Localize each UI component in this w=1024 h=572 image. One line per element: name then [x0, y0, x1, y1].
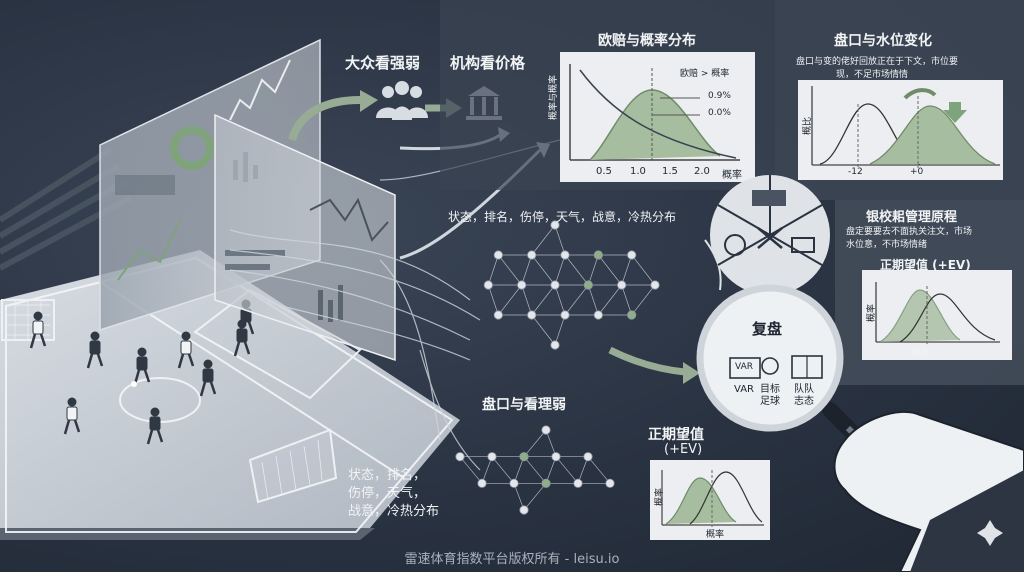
- network-node: [541, 478, 551, 488]
- factors-bottom-line-2: 伤停，天气，: [348, 486, 427, 501]
- line-panel-ylabel: 概比: [803, 116, 813, 135]
- network-node: [550, 340, 560, 350]
- network-bottom-title: 盘口与看理弱: [482, 397, 566, 413]
- factors-mid-label: 状态，排名，伤停，天气，战意，冷热分布: [448, 210, 677, 224]
- player-figure: [63, 397, 81, 435]
- review-title: 复盘: [752, 320, 783, 338]
- neural-network-bottom: [455, 425, 615, 515]
- network-node: [560, 310, 570, 320]
- player-figure: [86, 331, 104, 369]
- player-figure: [29, 311, 47, 349]
- network-node: [550, 220, 560, 230]
- network-node: [583, 452, 593, 462]
- ev-chart-bottom: [650, 460, 770, 540]
- network-node: [605, 478, 615, 488]
- network-node: [593, 310, 603, 320]
- network-node: [455, 452, 465, 462]
- network-node: [627, 310, 637, 320]
- odds-tick-2: 1.0: [630, 166, 646, 177]
- network-node: [493, 250, 503, 260]
- odds-chart-mark-1: 0.9%: [708, 91, 731, 101]
- odds-chart-panel: [440, 0, 775, 190]
- dashboard-screen-front: [214, 113, 396, 362]
- network-node: [617, 280, 627, 290]
- ev-bottom-ylabel: 概率: [655, 487, 665, 506]
- network-node: [527, 310, 537, 320]
- odds-tick-4: 2.0: [694, 166, 710, 177]
- money-xlabel: 概率: [912, 349, 931, 359]
- network-node: [560, 250, 570, 260]
- watermark: 雷速体育指数平台版权所有 - leisu.io: [404, 552, 620, 567]
- money-ev-title: 正期望值 (+EV): [880, 258, 971, 272]
- network-node: [517, 280, 527, 290]
- data-flow-lines: [229, 139, 561, 471]
- factors-bottom-line-3: 战意，冷热分布: [348, 504, 440, 519]
- network-node: [483, 280, 493, 290]
- review-item-team-state: 队队 志态: [794, 384, 814, 407]
- network-node: [509, 478, 519, 488]
- goal-right: [248, 428, 338, 504]
- network-node: [551, 452, 561, 462]
- network-node: [541, 425, 551, 435]
- review-item-target-ball: 目标 足球: [760, 384, 780, 407]
- review-var-chip: VAR: [735, 362, 753, 372]
- odds-chart-legend: 欧赔 > 概率: [680, 69, 730, 79]
- odds-tick-3: 1.5: [662, 166, 678, 177]
- factors-bottom-line-1: 状态，排名，: [348, 468, 427, 483]
- line-change-panel: [775, 0, 1024, 200]
- ev-bottom-xlabel: 概率: [706, 530, 725, 540]
- line-panel-tick-1: -12: [848, 167, 863, 177]
- network-node: [593, 250, 603, 260]
- money-desc-1: 盘定要要去不面执关注文，市场: [846, 227, 973, 237]
- odds-chart-xlabel: 概率: [722, 170, 742, 181]
- goal-left: [1, 299, 55, 341]
- odds-chart-title: 欧赔与概率分布: [598, 33, 696, 49]
- line-panel-desc-2: 现，不足市场情情: [836, 70, 909, 80]
- network-node: [650, 280, 660, 290]
- review-item-var: VAR: [734, 384, 754, 395]
- network-node: [493, 310, 503, 320]
- ev-bottom-title-1: 正期望值: [648, 427, 704, 443]
- ev-bottom-title-2: (+EV): [664, 442, 703, 457]
- network-node: [477, 478, 487, 488]
- odds-tick-1: 0.5: [596, 166, 612, 177]
- line-panel-title: 盘口与水位变化: [834, 33, 932, 49]
- network-node: [627, 250, 637, 260]
- network-node: [519, 452, 529, 462]
- network-node: [583, 280, 593, 290]
- player-figure: [177, 331, 195, 369]
- player-figure: [199, 359, 217, 397]
- network-node: [550, 280, 560, 290]
- network-node: [527, 250, 537, 260]
- network-node: [487, 452, 497, 462]
- money-title: 银校耜管理原程: [866, 210, 958, 225]
- line-panel-desc-1: 盘口与变的佬好回放正在于下文，市位要: [796, 57, 959, 67]
- neural-network-mid: [483, 220, 660, 350]
- line-panel-tick-2: +0: [910, 167, 924, 177]
- odds-chart-ylabel: 概率与概率: [549, 74, 559, 120]
- network-node: [573, 478, 583, 488]
- crowd-icon: [376, 81, 428, 120]
- network-node: [519, 505, 529, 515]
- money-management-panel: [835, 200, 1024, 385]
- review-wheel: [710, 175, 830, 295]
- money-desc-2: 水位意，不市场情绪: [846, 240, 928, 250]
- ball: [131, 381, 137, 387]
- odds-chart-mark-2: 0.0%: [708, 108, 731, 118]
- money-ylabel: 概率: [867, 303, 877, 322]
- player-figure: [146, 407, 164, 445]
- hand-icon: [833, 410, 1024, 572]
- players: [29, 299, 255, 445]
- institution-price-label: 机构看价格: [450, 54, 526, 72]
- public-strength-label: 大众看强弱: [345, 54, 421, 72]
